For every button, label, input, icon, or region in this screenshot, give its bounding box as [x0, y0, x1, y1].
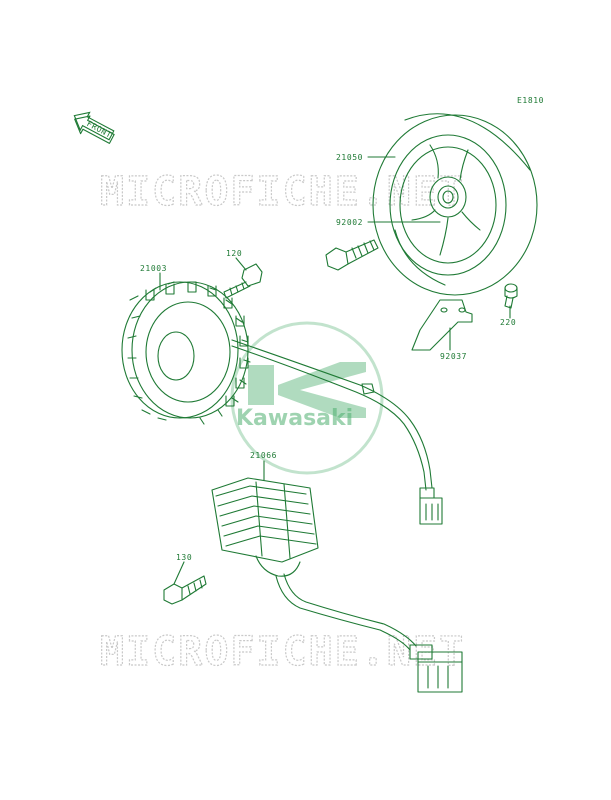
watermark-top: MICROFICHE.NET [100, 169, 465, 215]
bracket-screw[interactable] [504, 283, 518, 309]
leader-130 [173, 561, 185, 585]
stator-wire-harness [231, 339, 443, 525]
watermark-bottom: MICROFICHE.NET [100, 629, 465, 675]
regulator-bolt[interactable] [163, 575, 207, 605]
label-120: 120 [226, 249, 242, 258]
front-arrow-icon: FRONT [73, 111, 115, 144]
stator[interactable] [121, 281, 251, 425]
label-220: 220 [500, 318, 516, 327]
label-21050: 21050 [336, 153, 363, 162]
reference-code: E1810 [517, 96, 544, 105]
regulator-wire-harness [275, 573, 463, 693]
logo-wordmark: Kawasaki [236, 406, 353, 431]
label-21066: 21066 [250, 451, 277, 460]
stator-bolt[interactable] [223, 263, 263, 299]
flywheel-rotor[interactable] [372, 113, 538, 296]
regulator[interactable] [211, 477, 319, 577]
label-130: 130 [176, 553, 192, 562]
label-92037: 92037 [440, 352, 467, 361]
label-21003: 21003 [140, 264, 167, 273]
flywheel-bolt[interactable] [325, 239, 379, 271]
label-92002: 92002 [336, 218, 363, 227]
leader-120 [235, 257, 247, 271]
wire-bracket[interactable] [411, 299, 473, 351]
